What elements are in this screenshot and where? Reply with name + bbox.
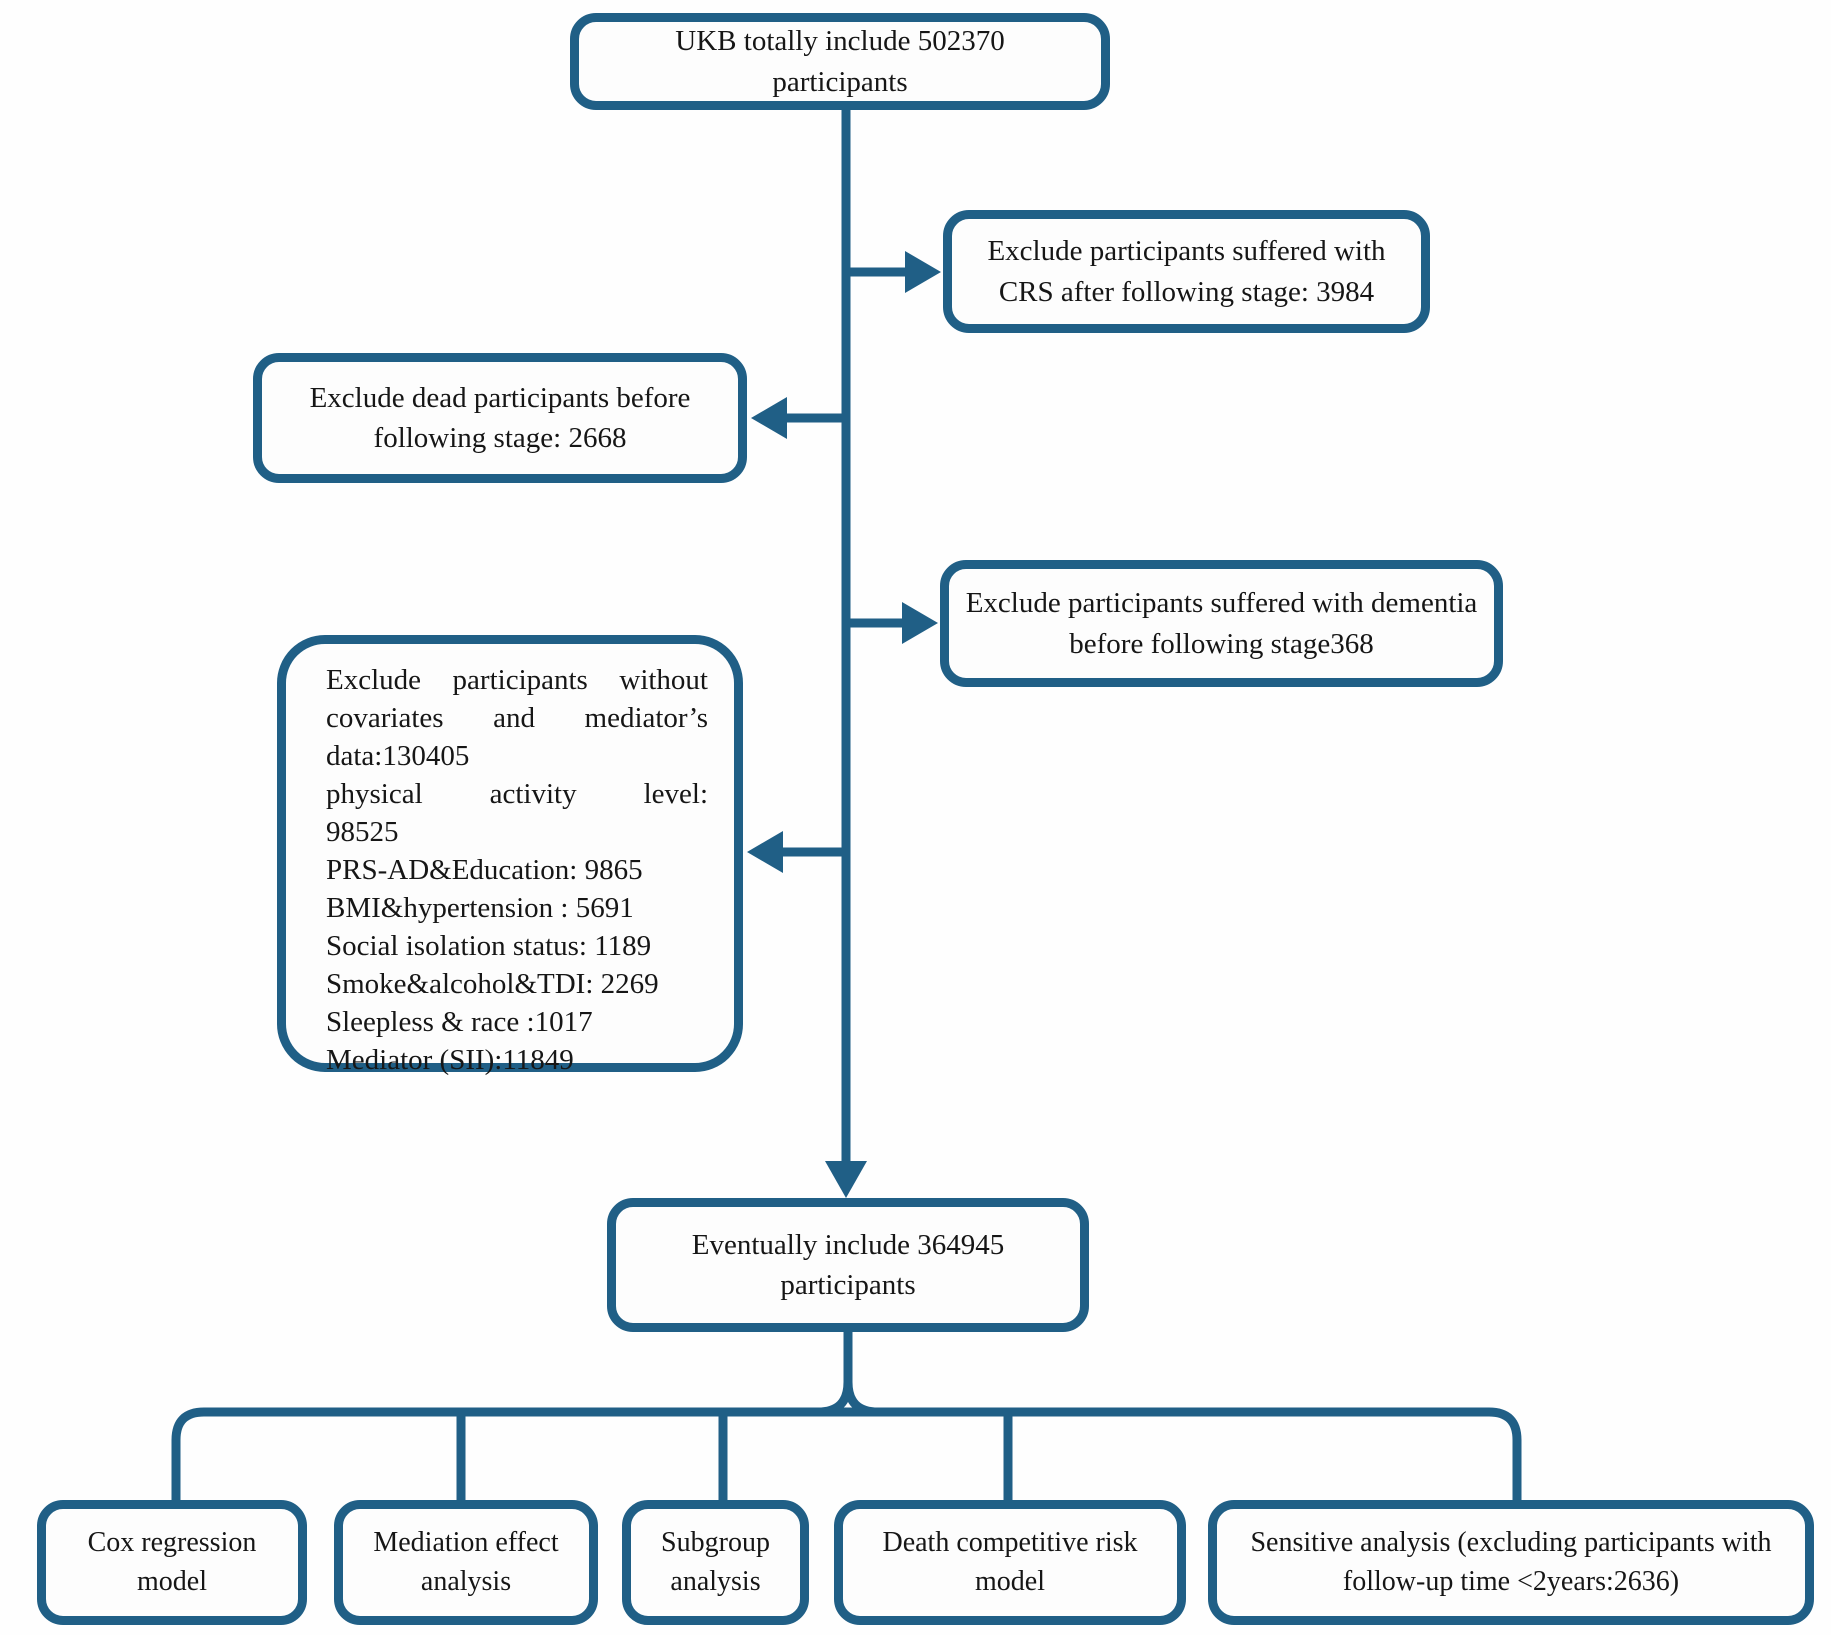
box-final-label: Eventually include 364945 participants — [691, 1228, 1005, 1301]
box-analysis-death-label: Death competitive risk model — [882, 1526, 1138, 1597]
arrow-right-crs-icon — [905, 251, 941, 293]
box-analysis-mediation: Mediation effect analysis — [334, 1500, 598, 1625]
box-analysis-death: Death competitive risk model — [834, 1500, 1186, 1625]
box-analysis-subgroup: Subgroup analysis — [622, 1500, 809, 1625]
box-analysis-mediation-label: Mediation effect analysis — [373, 1526, 559, 1597]
arrow-down-icon — [825, 1161, 867, 1198]
box-start: UKB totally include 502370 participants — [570, 13, 1110, 110]
exclusion-line: Social isolation status: 1189 — [326, 930, 652, 962]
exclusion-line: Mediator (SII):11849 — [326, 1044, 574, 1076]
box-exclude-dementia: Exclude participants suffered with demen… — [940, 560, 1503, 687]
arrow-left-dead-icon — [751, 397, 787, 439]
analyses-rail-line — [171, 1407, 1522, 1504]
box-analysis-cox: Cox regression model — [37, 1500, 307, 1625]
arrow-left-missing-icon — [747, 831, 783, 873]
box-analysis-cox-label: Cox regression model — [87, 1526, 257, 1597]
box-exclude-missing: Exclude participants without covariates … — [277, 635, 743, 1076]
box-exclude-crs: Exclude participants suffered with CRS a… — [943, 210, 1430, 333]
exclusion-line: covariates and mediator’s — [326, 702, 708, 734]
exclusion-line: BMI&hypertension : 5691 — [326, 892, 634, 924]
arrow-right-dementia-icon — [902, 602, 938, 644]
box-analysis-subgroup-label: Subgroup analysis — [661, 1526, 770, 1597]
exclusion-line: physical activity level: — [326, 778, 708, 810]
box-start-label: UKB totally include 502370 participants — [675, 25, 1005, 98]
exclusion-line: data:130405 — [326, 740, 470, 772]
box-exclude-dementia-label: Exclude participants suffered with demen… — [965, 587, 1478, 660]
box-exclude-crs-label: Exclude participants suffered with CRS a… — [987, 235, 1386, 308]
box-exclude-dead: Exclude dead participants before followi… — [253, 353, 747, 483]
box-exclude-dead-label: Exclude dead participants before followi… — [309, 381, 691, 454]
exclusion-line: 98525 — [326, 816, 399, 848]
box-analysis-sensitive: Sensitive analysis (excluding participan… — [1208, 1500, 1814, 1625]
exclusion-line: Smoke&alcohol&TDI: 2269 — [326, 968, 659, 1000]
exclusion-line: Exclude participants without — [326, 664, 708, 696]
exclusion-line: PRS-AD&Education: 9865 — [326, 854, 643, 886]
exclusion-line: Sleepless & race :1017 — [326, 1006, 593, 1038]
box-analysis-sensitive-label: Sensitive analysis (excluding participan… — [1250, 1526, 1772, 1597]
box-final: Eventually include 364945 participants — [607, 1198, 1089, 1332]
